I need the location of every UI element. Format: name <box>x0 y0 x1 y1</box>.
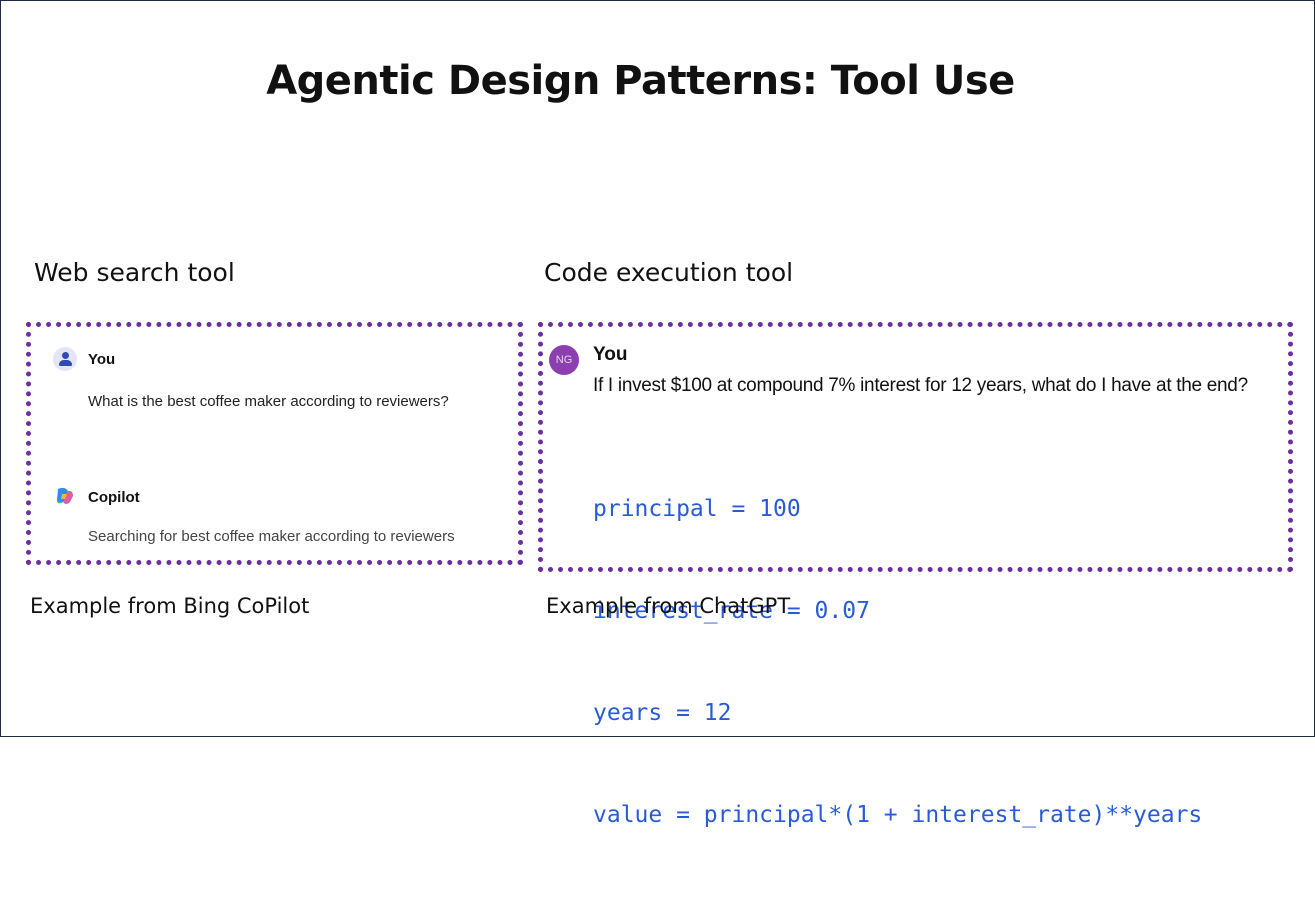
user-icon <box>53 347 77 371</box>
user-name: You <box>593 344 628 365</box>
chatgpt-example-panel: NG You If I invest $100 at compound 7% i… <box>538 322 1293 828</box>
code-line: principal = 100 <box>593 496 801 522</box>
assistant-message: Searching for best coffee maker accordin… <box>88 528 455 545</box>
code-line: value = principal*(1 + interest_rate)**y… <box>593 802 1203 828</box>
copilot-example-panel: You What is the best coffee maker accord… <box>26 322 523 565</box>
user-name: You <box>88 351 116 368</box>
slide-title: Agentic Design Patterns: Tool Use <box>266 58 1015 104</box>
user-message: If I invest $100 at compound 7% interest… <box>593 375 1248 396</box>
code-line: interest_rate = 0.07 <box>593 598 870 624</box>
web-search-tool-label: Web search tool <box>34 258 235 287</box>
user-message: What is the best coffee maker according … <box>88 393 449 410</box>
code-block: principal = 100 interest_rate = 0.07 yea… <box>593 424 1202 900</box>
bing-copilot-caption: Example from Bing CoPilot <box>30 594 310 618</box>
user-avatar: NG <box>549 345 579 375</box>
code-line: years = 12 <box>593 700 732 726</box>
copilot-logo-icon <box>57 487 73 504</box>
chatgpt-caption: Example from ChatGPT <box>546 594 791 618</box>
code-execution-tool-label: Code execution tool <box>544 258 794 287</box>
assistant-name: Copilot <box>88 489 140 506</box>
